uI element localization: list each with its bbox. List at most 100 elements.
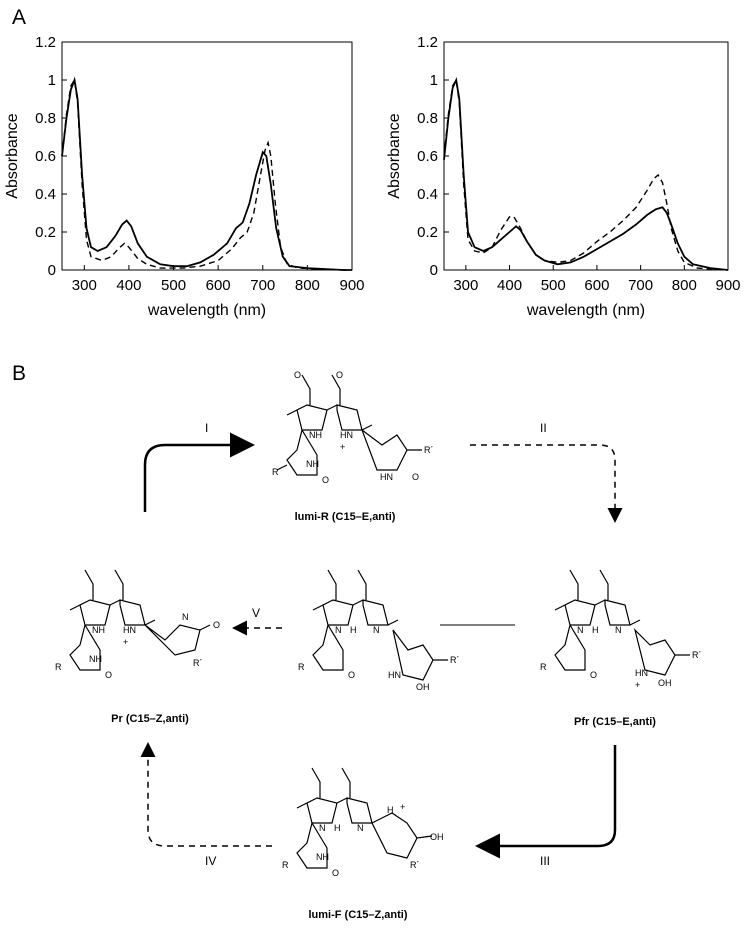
- panel-letter-a: A: [12, 6, 27, 29]
- atom-hn: HN: [388, 670, 401, 680]
- atom-o: O: [105, 670, 112, 680]
- atom-oh: OH: [430, 832, 444, 842]
- atom-n: N: [373, 625, 380, 635]
- lumi-f-structure: N H N NH O R H + OH R´: [282, 767, 444, 878]
- atom-r: R: [298, 662, 305, 672]
- y-tick-label: 1: [48, 72, 56, 89]
- x-tick-label: 400: [116, 277, 141, 294]
- atom-nh: NH: [309, 430, 322, 440]
- atom-r: R: [540, 662, 547, 672]
- x-axis-label: wavelength (nm): [147, 302, 266, 319]
- atom-o: O: [213, 620, 220, 630]
- y-tick-label: 0.2: [35, 224, 56, 241]
- y-tick-label: 0.6: [35, 148, 56, 165]
- atom-n: N: [357, 823, 364, 833]
- atom-n: N: [577, 625, 584, 635]
- pr-structure: NH HN + NH O R N O R´: [55, 569, 220, 680]
- x-tick-label: 500: [161, 277, 186, 294]
- atom-r-prime: R´: [450, 655, 460, 665]
- y-tick-label: 0.6: [417, 148, 438, 165]
- atom-o: O: [336, 370, 343, 380]
- lumi-r-structure: O O NH HN + NH O R HN O R´: [272, 370, 434, 485]
- y-tick-label: 0.4: [35, 186, 56, 203]
- arrow-step-i: [143, 432, 255, 512]
- atom-r-prime: R´: [424, 445, 434, 455]
- atom-oh: OH: [658, 678, 672, 688]
- atom-r: R: [282, 860, 289, 870]
- arrow-step-iv: [140, 742, 272, 847]
- y-axis-label: Absorbance: [386, 113, 403, 198]
- y-tick-label: 0: [48, 262, 56, 279]
- y-tick-label: 0.8: [417, 110, 438, 127]
- atom-h: H: [350, 625, 357, 635]
- atom-n: N: [335, 625, 342, 635]
- step-iv-label: IV: [205, 854, 216, 868]
- atom-r-prime: R´: [193, 658, 203, 668]
- atom-plus: +: [635, 680, 640, 690]
- y-tick-label: 1.2: [417, 34, 438, 51]
- series-line-solid: [61, 76, 352, 271]
- atom-oh: OH: [416, 682, 430, 692]
- pfr-structure: N H N O R HN + OH R´: [540, 569, 702, 690]
- x-tick-label: 600: [206, 277, 231, 294]
- atom-o: O: [590, 670, 597, 680]
- y-axis-label: Absorbance: [4, 113, 21, 198]
- atom-hn: HN: [380, 472, 393, 482]
- x-tick-label: 800: [295, 277, 320, 294]
- atom-n: N: [615, 625, 622, 635]
- atom-hn: HN: [340, 430, 353, 440]
- step-i-label: I: [205, 421, 208, 435]
- atom-hn: HN: [123, 625, 136, 635]
- atom-r: R: [55, 662, 62, 672]
- y-tick-label: 1.2: [35, 34, 56, 51]
- label-lumi-r: lumi-R (C15–E,anti): [295, 511, 396, 523]
- atom-plus: +: [340, 442, 345, 452]
- y-tick-label: 0.4: [417, 186, 438, 203]
- x-axis-label: wavelength (nm): [526, 302, 645, 319]
- x-tick-label: 900: [715, 277, 740, 294]
- series-line-dashed: [61, 78, 352, 271]
- atom-nh: NH: [89, 654, 102, 664]
- atom-plus: +: [400, 802, 405, 812]
- atom-r-prime: R´: [410, 860, 420, 870]
- atom-plus: +: [123, 637, 128, 647]
- atom-nh: NH: [306, 459, 319, 469]
- x-tick-label: 500: [541, 277, 566, 294]
- arrow-step-ii: [470, 444, 623, 523]
- atom-o: O: [322, 475, 329, 485]
- atom-o: O: [332, 868, 339, 878]
- atom-r: R: [272, 467, 279, 477]
- step-v-label: V: [252, 606, 260, 620]
- atom-h: H: [334, 823, 341, 833]
- x-tick-label: 900: [339, 277, 364, 294]
- atom-r-prime: R´: [692, 650, 702, 660]
- x-tick-label: 300: [72, 277, 97, 294]
- panel-letter-b: B: [12, 362, 27, 385]
- atom-o: O: [412, 472, 419, 482]
- atom-nh: NH: [92, 625, 105, 635]
- label-pfr: Pfr (C15–E,anti): [574, 716, 656, 728]
- label-lumi-f: lumi-F (C15–Z,anti): [308, 909, 407, 921]
- x-tick-label: 800: [672, 277, 697, 294]
- atom-h: H: [387, 805, 394, 815]
- atom-n: N: [319, 823, 326, 833]
- x-tick-label: 700: [628, 277, 653, 294]
- x-tick-label: 700: [250, 277, 275, 294]
- atom-h: H: [592, 625, 599, 635]
- step-iii-label: III: [540, 854, 550, 868]
- x-tick-label: 400: [497, 277, 522, 294]
- atom-hn: HN: [635, 668, 648, 678]
- y-tick-label: 0.2: [417, 224, 438, 241]
- atom-nh: NH: [316, 852, 329, 862]
- x-tick-label: 600: [584, 277, 609, 294]
- y-tick-label: 0: [430, 262, 438, 279]
- atom-n: N: [182, 612, 189, 622]
- series-line-dashed: [443, 77, 729, 271]
- x-tick-label: 300: [453, 277, 478, 294]
- resonance-structure: N H N O R HN OH R´: [298, 569, 460, 692]
- arrow-step-iii: [475, 745, 617, 859]
- step-ii-label: II: [540, 421, 547, 435]
- y-tick-label: 0.8: [35, 110, 56, 127]
